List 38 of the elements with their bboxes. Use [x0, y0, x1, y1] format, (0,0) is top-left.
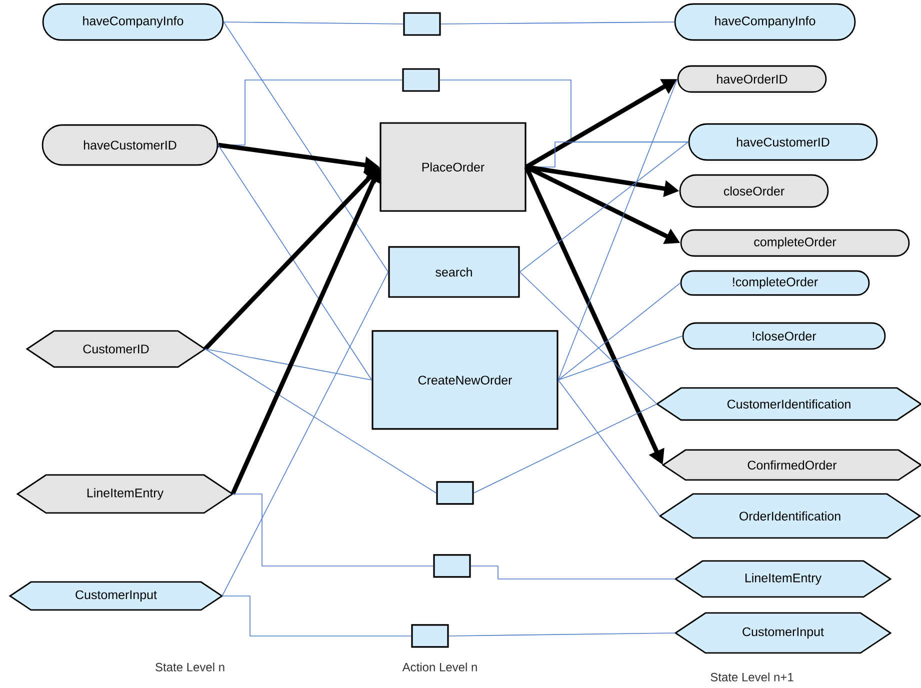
connector-line	[519, 272, 658, 404]
small-box	[433, 554, 471, 578]
connector-line	[448, 632, 676, 636]
connector-line	[558, 380, 660, 516]
state-pill: haveCompanyInfo	[42, 3, 224, 41]
connector-line	[222, 272, 389, 596]
action-box: CreateNewOrder	[372, 330, 558, 430]
state-pill: closeOrder	[679, 174, 829, 208]
action-box: search	[388, 246, 520, 298]
connector-line	[473, 404, 658, 494]
state-pill: completeOrder	[680, 229, 910, 257]
connector-line	[223, 22, 389, 272]
connector-line	[558, 336, 683, 380]
small-box	[402, 68, 440, 92]
level-label: State Level n+1	[710, 672, 794, 682]
connector-line	[558, 78, 678, 380]
small-box	[403, 12, 441, 36]
level-label: Action Level n	[402, 662, 477, 672]
connector-line	[204, 348, 372, 380]
state-pill: !closeOrder	[682, 322, 886, 350]
state-pill: !completeOrder	[680, 270, 870, 296]
connector-line	[223, 22, 404, 24]
state-pill: haveCustomerID	[688, 123, 878, 161]
connector-line	[204, 348, 437, 494]
connector-line	[218, 144, 372, 380]
connector-line	[519, 142, 689, 272]
state-pill: haveCustomerID	[42, 124, 218, 166]
connector-line	[558, 282, 681, 380]
connector-line	[440, 22, 675, 24]
small-box	[436, 481, 474, 505]
level-label: State Level n	[156, 662, 224, 672]
connector-line	[232, 494, 434, 566]
connector-line	[470, 566, 676, 580]
connector-line	[222, 596, 412, 636]
state-pill: haveOrderID	[677, 65, 827, 93]
small-box	[411, 624, 449, 648]
state-pill: haveCompanyInfo	[674, 3, 856, 41]
action-box: PlaceOrder	[380, 122, 526, 212]
